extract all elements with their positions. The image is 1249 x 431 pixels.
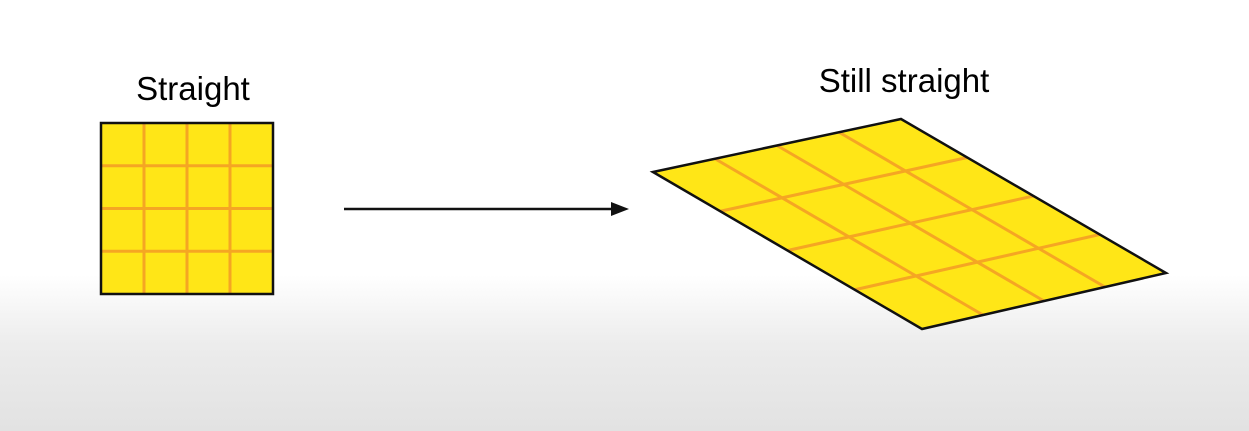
- straight-grid-outline: [99, 121, 275, 296]
- sheared-grid: [649, 117, 1170, 331]
- right-label: Still straight: [819, 62, 990, 99]
- sheared-grid-gridline: [787, 194, 1034, 252]
- sheared-grid-outline: [649, 117, 1170, 331]
- sheared-grid-gridline: [854, 233, 1101, 292]
- left-label: Straight: [136, 70, 250, 107]
- arrow-head: [611, 202, 629, 216]
- transform-arrow: [344, 202, 629, 216]
- sheared-grid-gridline: [719, 156, 968, 213]
- straight-grid: [99, 121, 275, 296]
